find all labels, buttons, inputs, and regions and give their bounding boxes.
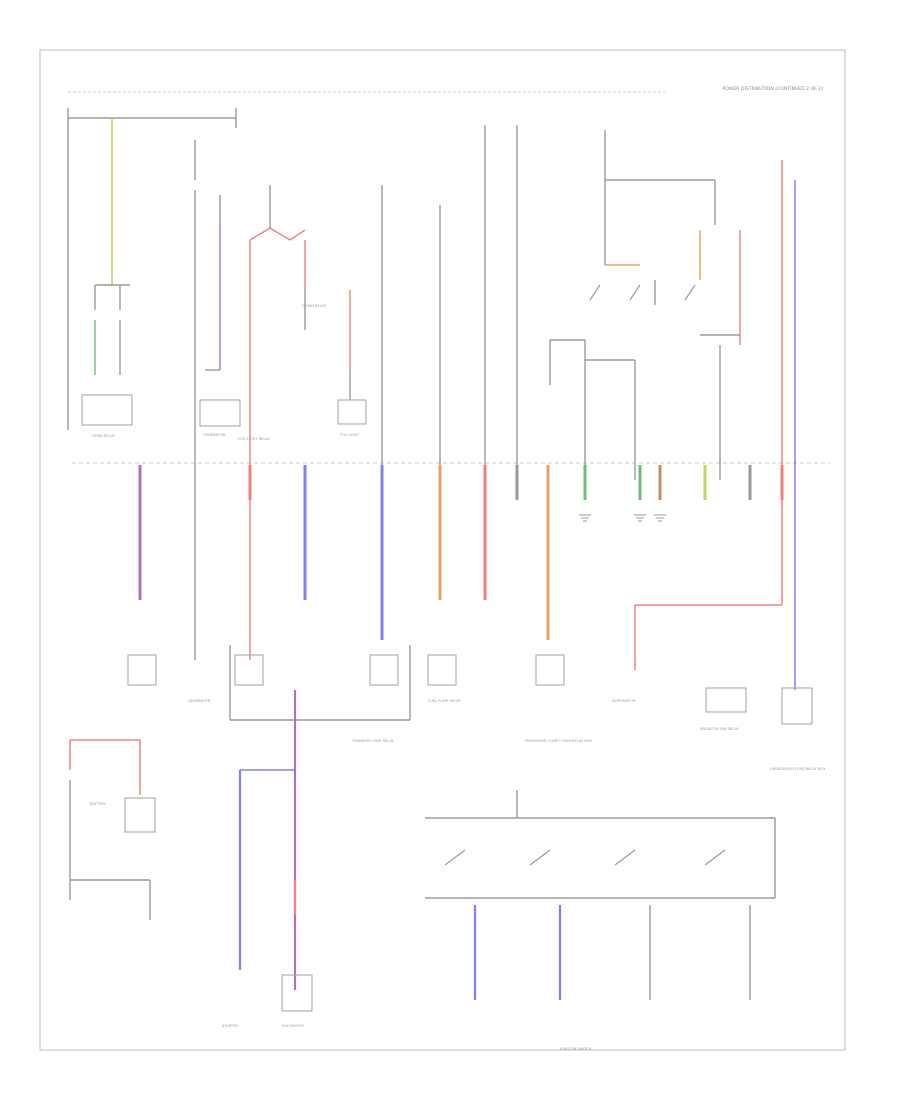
svg-text:FOG LIGHT: FOG LIGHT: [340, 433, 360, 437]
component-box-1: [127, 654, 157, 686]
fog-light-relay-label: FOG LIGHT RELAY: [238, 437, 271, 441]
red-split-feed: FOG LIGHT: [249, 185, 367, 660]
component-box-6: [705, 687, 747, 713]
divider-connectors: [138, 465, 784, 640]
fuel-pump-label: FUEL PUMP RELAY: [428, 699, 461, 703]
battery-label: BATTERY: [90, 802, 107, 806]
component-box-7: [781, 687, 813, 725]
horn-circuit: HORN RELAY: [67, 108, 237, 438]
diagram-header: POWER DISTRIBUTION (CONTINUED 2 OF 2): [722, 86, 823, 92]
ignition-switch-label: IGNITION SWITCH: [560, 1047, 592, 1051]
component-box-2: [234, 654, 264, 686]
component-box-5: [535, 654, 565, 686]
battery-section: BATTERY: [69, 739, 156, 920]
alternator-label: ALTERNATOR: [612, 699, 636, 703]
underhood-fuse-block: [425, 790, 776, 1000]
down-relay-label: DOWN RELAY: [302, 304, 327, 308]
svg-text:GENERATOR: GENERATOR: [203, 433, 226, 437]
right-relay-group: [549, 130, 741, 480]
underhood-box-label: UNDERHOOD FUSE/RELAY BOX: [770, 767, 826, 771]
starter-box: [281, 974, 313, 1012]
passenger-box-label: PASSENGER COMPT FUSE/RELAY BOX: [525, 739, 592, 743]
component-box-3: [369, 654, 399, 686]
generator-label: GENERATOR: [188, 699, 211, 703]
generator-feed: GENERATOR: [194, 140, 241, 660]
horn-relay-label: HORN RELAY: [92, 434, 116, 438]
ground-symbols: [579, 514, 666, 522]
starter-label: STARTER: [222, 1024, 238, 1028]
ign-switch-label: IGN SWITCH: [282, 1024, 304, 1028]
transfer-relay-label: TRANSFER CASE RELAY: [351, 739, 395, 743]
radiator-fan-label: RADIATOR FAN RELAY: [700, 727, 740, 731]
diagram-frame: [39, 49, 846, 1051]
component-box-4: [427, 654, 457, 686]
